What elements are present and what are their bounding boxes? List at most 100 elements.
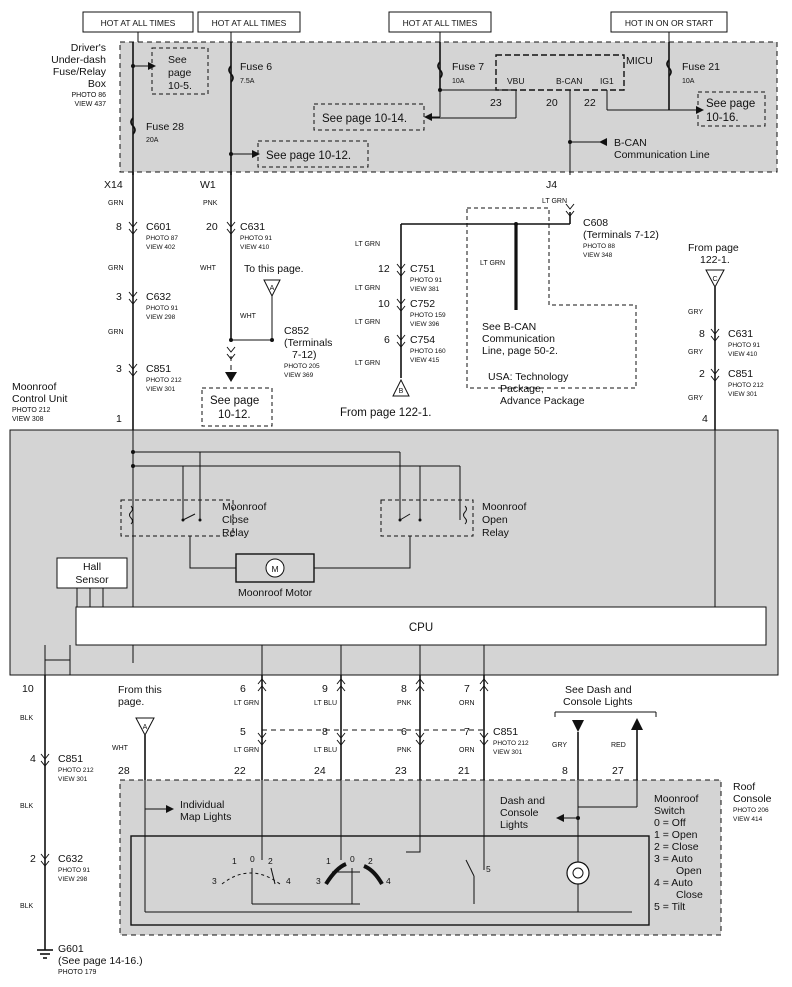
- pin-number: 4: [702, 413, 708, 425]
- photo-ref: PHOTO 179: [58, 969, 96, 976]
- switch-contact: 4: [286, 876, 291, 886]
- view-ref: VIEW 348: [583, 252, 613, 259]
- wire-color: LT GRN: [355, 241, 380, 248]
- pin-number: 2: [30, 853, 36, 865]
- pin-number: 23: [395, 765, 407, 777]
- wire-color: GRY: [688, 349, 703, 356]
- wire-x14: X14: [104, 179, 123, 191]
- to-this-page: To this page.: [244, 263, 304, 275]
- ground-g601-note: (See page 14-16.): [58, 955, 143, 967]
- bcan-line-label: B-CAN: [614, 137, 647, 149]
- view-ref: VIEW 396: [410, 321, 440, 328]
- switch-position: 0 = Off: [654, 817, 686, 829]
- roof-console-label: Console: [733, 793, 772, 805]
- see-page-10-14: See page 10-14.: [322, 113, 407, 125]
- hot-at-all-times-label: HOT AT ALL TIMES: [212, 18, 287, 28]
- fuse-7-label: Fuse 7: [452, 61, 484, 73]
- wire-color: LT GRN: [542, 198, 567, 205]
- see-dash-console: Console Lights: [563, 696, 632, 708]
- wire-color: PNK: [397, 700, 412, 707]
- view-ref: VIEW 369: [284, 372, 314, 379]
- pin-number: 4: [30, 753, 36, 765]
- micu-pin-23: 23: [490, 97, 502, 109]
- wire-color: LT GRN: [234, 747, 259, 754]
- view-ref: VIEW 298: [58, 876, 88, 883]
- fuse-28-label: Fuse 28: [146, 121, 184, 133]
- cpu-label: CPU: [409, 622, 433, 634]
- connector-c752: C752: [410, 298, 435, 310]
- wire-color: LT GRN: [234, 700, 259, 707]
- view-ref: VIEW 410: [728, 351, 758, 358]
- open-relay-label: Moonroof: [482, 501, 526, 513]
- switch-contact: 2: [368, 856, 373, 866]
- view-ref: VIEW 301: [58, 776, 88, 783]
- pin-number: 8: [401, 683, 407, 695]
- ground-g601: G601: [58, 943, 84, 955]
- from-page-122-1: 122-1.: [700, 254, 730, 266]
- connector-c852: C852: [284, 325, 309, 337]
- fuse-box-photo: PHOTO 86: [72, 92, 107, 99]
- photo-ref: PHOTO 212: [58, 767, 94, 774]
- pin-number: 6: [240, 683, 246, 695]
- wire-color: LT GRN: [480, 260, 505, 267]
- pin-number: 8: [562, 765, 568, 777]
- photo-ref: PHOTO 91: [410, 277, 442, 284]
- open-relay-label: Open: [482, 514, 508, 526]
- photo-ref: PHOTO 212: [146, 377, 182, 384]
- motor-symbol: M: [271, 564, 278, 574]
- lower-wiring: 10 BLK 4 C851 PHOTO 212 VIEW 301 BLK 2 C…: [20, 675, 657, 976]
- connector-c631: C631: [240, 221, 265, 233]
- usa-package-note: Package,: [500, 383, 544, 395]
- fuse-box-title: Box: [88, 78, 107, 90]
- view-ref: VIEW 301: [728, 391, 758, 398]
- connector-a: A: [143, 724, 148, 731]
- power-labels: HOT AT ALL TIMES HOT AT ALL TIMES HOT AT…: [82, 11, 728, 42]
- switch-position: 5 = Tilt: [654, 901, 685, 913]
- pin-number: 21: [458, 765, 470, 777]
- photo-ref: PHOTO 212: [12, 407, 50, 414]
- photo-ref: PHOTO 91: [728, 342, 760, 349]
- from-page-122-1: From page: [688, 242, 739, 254]
- pin-number: 3: [116, 363, 122, 375]
- switch-position: Close: [676, 889, 703, 901]
- fuse-6-label: Fuse 6: [240, 61, 272, 73]
- photo-ref: PHOTO 206: [733, 807, 769, 814]
- switch-position: 1 = Open: [654, 829, 698, 841]
- photo-ref: PHOTO 212: [728, 382, 764, 389]
- pin-number: 22: [234, 765, 246, 777]
- pin-number: 27: [612, 765, 624, 777]
- photo-ref: PHOTO 91: [58, 867, 90, 874]
- hot-at-all-times-label: HOT AT ALL TIMES: [403, 18, 478, 28]
- see-bcan-page: Line, page 50-2.: [482, 345, 558, 357]
- view-ref: VIEW 301: [493, 749, 523, 756]
- pin-number: 10: [378, 298, 390, 310]
- switch-position: Open: [676, 865, 702, 877]
- switch-contact: 2: [268, 856, 273, 866]
- switch-position: 2 = Close: [654, 841, 699, 853]
- switch-contact: 0: [250, 854, 255, 864]
- micu-bcan: B-CAN: [556, 76, 582, 86]
- fuse-box-title: Fuse/Relay: [53, 66, 107, 78]
- connector-c851: C851: [728, 368, 753, 380]
- wire-color: LT GRN: [355, 360, 380, 367]
- connector-c851: C851: [58, 753, 83, 765]
- pin-number: 5: [240, 726, 246, 738]
- connector-c754: C754: [410, 334, 435, 346]
- view-ref: VIEW 381: [410, 286, 440, 293]
- map-lights-label: Individual: [180, 799, 224, 811]
- switch-contact: 1: [326, 856, 331, 866]
- pin-number: 6: [384, 334, 390, 346]
- switch-label: Moonroof: [654, 793, 698, 805]
- wire-color: RED: [611, 742, 626, 749]
- hall-sensor-label: Hall: [83, 561, 101, 573]
- switch-contact: 3: [212, 876, 217, 886]
- c852-terminals: 7-12): [292, 349, 317, 361]
- bcan-line-label: Communication Line: [614, 149, 710, 161]
- see-page-10-16: 10-16.: [706, 112, 739, 124]
- wire-color: LT BLU: [314, 700, 337, 707]
- fuse-box-view: VIEW 437: [74, 101, 106, 108]
- connector-c751: C751: [410, 263, 435, 275]
- hot-at-all-times-label: HOT AT ALL TIMES: [101, 18, 176, 28]
- pin-number: 2: [699, 368, 705, 380]
- pin-number: 6: [401, 726, 407, 738]
